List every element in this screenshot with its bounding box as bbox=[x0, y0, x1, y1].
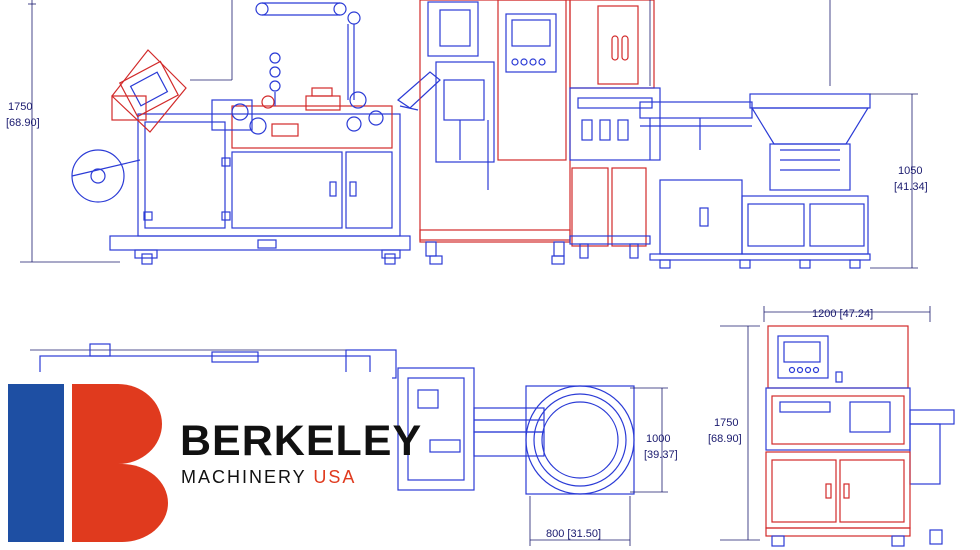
brand-tagline-accent: USA bbox=[313, 467, 357, 487]
end-height-mm-label: 1750 bbox=[714, 417, 738, 429]
bowl-depth-in-label: [39.37] bbox=[644, 449, 678, 461]
end-height-in-label: [68.90] bbox=[708, 433, 742, 445]
end-width-label: 1200 [47.24] bbox=[812, 308, 873, 320]
end-view bbox=[720, 306, 955, 547]
brand-tagline-main: MACHINERY bbox=[181, 467, 307, 487]
berkeley-b-mark-icon bbox=[8, 384, 168, 542]
feeder-height-mm-label: 1050 bbox=[898, 165, 922, 177]
feeder-height-in-label: [41.34] bbox=[894, 181, 928, 193]
brand-logo: BERKELEY MACHINERY USA bbox=[0, 372, 421, 550]
brand-tagline: MACHINERY USA bbox=[181, 468, 356, 486]
bowl-width-label: 800 [31.50] bbox=[546, 528, 601, 540]
plan-view bbox=[30, 343, 668, 546]
side-height-mm-label: 1750 bbox=[8, 101, 32, 113]
side-height-in-label: [68.90] bbox=[6, 117, 40, 129]
brand-name: BERKELEY bbox=[180, 417, 423, 465]
bowl-depth-mm-label: 1000 bbox=[646, 433, 670, 445]
side-elevation-view bbox=[20, 0, 918, 269]
